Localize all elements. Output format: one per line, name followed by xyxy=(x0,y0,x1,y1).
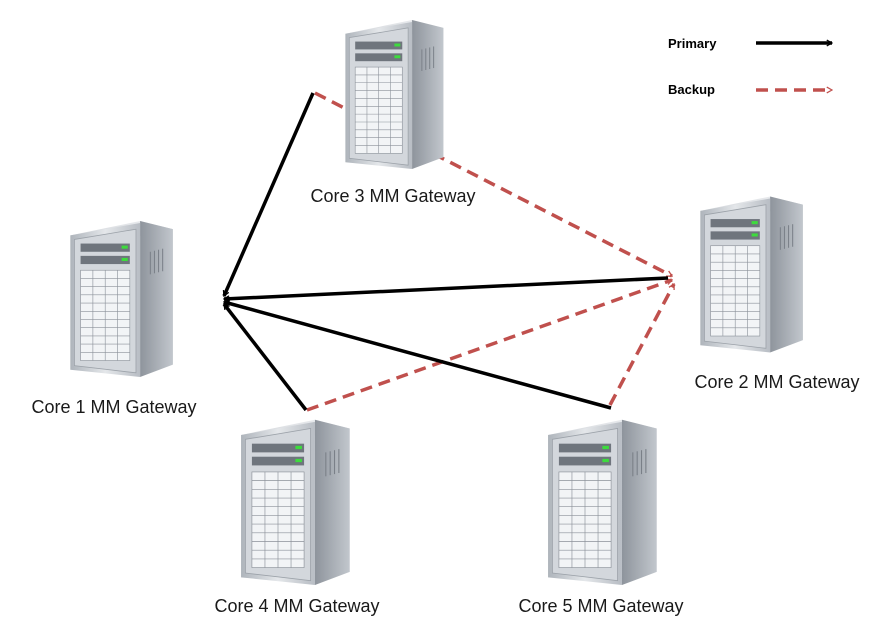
node-label: Core 4 MM Gateway xyxy=(214,596,379,616)
node-label: Core 5 MM Gateway xyxy=(518,596,683,616)
primary-link-core5-core1 xyxy=(224,302,612,410)
server-core1[interactable]: Core 1 MM Gateway xyxy=(31,220,197,417)
legend: Primary Backup xyxy=(668,36,832,97)
node-label: Core 3 MM Gateway xyxy=(310,186,475,206)
server-core2[interactable]: Core 2 MM Gateway xyxy=(694,196,860,392)
server-core5[interactable]: Core 5 MM Gateway xyxy=(518,419,684,616)
server-core3[interactable]: Core 3 MM Gateway xyxy=(310,20,476,206)
connections xyxy=(222,91,676,412)
legend-primary-label: Primary xyxy=(668,36,717,51)
server-icon xyxy=(240,419,351,586)
server-icon xyxy=(344,20,444,170)
backup-link-core5-core2 xyxy=(608,284,676,406)
primary-link-core3-core1 xyxy=(222,92,315,296)
server-core4[interactable]: Core 4 MM Gateway xyxy=(214,419,380,616)
server-icon xyxy=(547,419,658,586)
backup-link-core4-core2 xyxy=(306,278,672,412)
legend-backup-label: Backup xyxy=(668,82,715,97)
server-icon xyxy=(69,220,174,378)
primary-link-core2-core1 xyxy=(224,276,669,299)
primary-link-core4-core1 xyxy=(222,302,308,412)
server-icon xyxy=(699,196,804,353)
node-label: Core 2 MM Gateway xyxy=(694,372,859,392)
node-label: Core 1 MM Gateway xyxy=(31,397,196,417)
